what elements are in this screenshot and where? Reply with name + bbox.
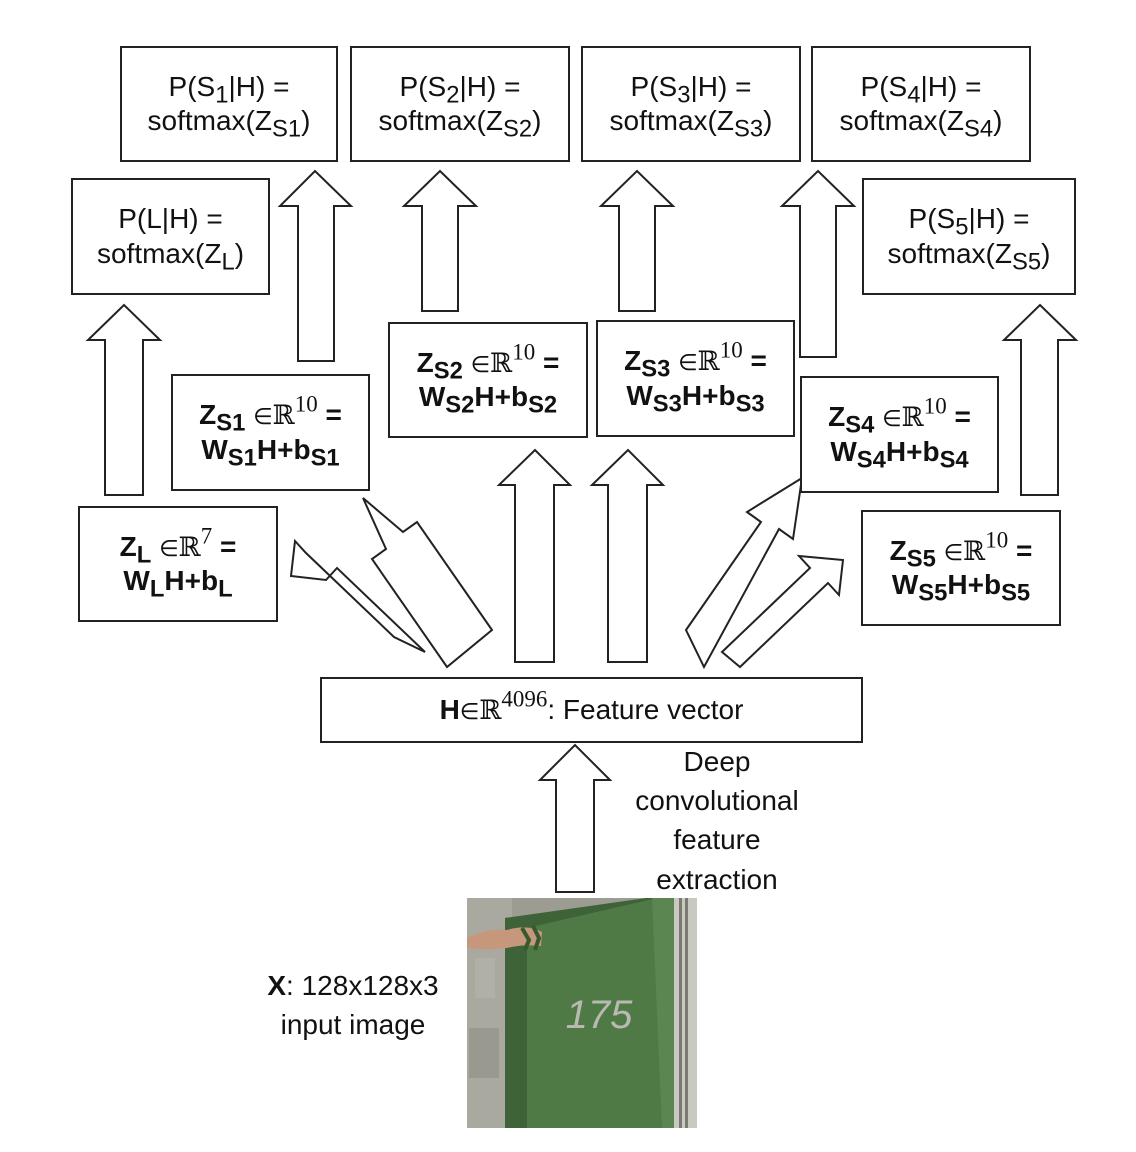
arrow-zs1-to-ps1 <box>277 169 354 362</box>
linear-box-s5: ZS5 ∈ℝ10 = WS5H+bS5 <box>861 510 1061 626</box>
linear-box-s3: ZS3 ∈ℝ10 = WS3H+bS3 <box>596 320 795 437</box>
arrow-feature-to-zs1 <box>362 497 494 669</box>
extraction-label: Deep convolutional feature extraction <box>635 746 799 895</box>
arrow-feature-to-zs3 <box>589 448 666 663</box>
house-number-text: 175 <box>566 993 633 1037</box>
arrow-zs3-to-ps3 <box>598 169 676 312</box>
softmax-box-s3: P(S3|H) = softmax(ZS3) <box>581 46 801 162</box>
arrow-zs4-to-ps4 <box>779 169 857 358</box>
linear-box-l: ZL ∈ℝ7 = WLH+bL <box>78 506 278 622</box>
linear-box-s1: ZS1 ∈ℝ10 = WS1H+bS1 <box>171 374 370 491</box>
arrow-feature-to-zl <box>289 538 426 653</box>
feature-vector-box: H∈ℝ4096: Feature vector <box>320 677 863 743</box>
softmax-box-s5: P(S5|H) = softmax(ZS5) <box>862 178 1076 295</box>
arrow-zs5-to-ps5 <box>1001 303 1079 496</box>
arrow-feature-to-zs2 <box>496 448 573 663</box>
input-label: X: 128x128x3 input image <box>267 970 439 1041</box>
linear-box-s2: ZS2 ∈ℝ10 = WS2H+bS2 <box>388 322 588 438</box>
softmax-box-s4: P(S4|H) = softmax(ZS4) <box>811 46 1031 162</box>
arrow-feature-to-zs4 <box>684 476 804 670</box>
arrow-zs2-to-ps2 <box>401 169 479 312</box>
input-image: 175 <box>467 898 697 1128</box>
arrow-feature-to-zs5 <box>720 554 845 669</box>
linear-box-s4: ZS4 ∈ℝ10 = WS4H+bS4 <box>800 376 999 493</box>
arrow-zl-to-pl <box>85 303 163 496</box>
softmax-box-l: P(L|H) = softmax(ZL) <box>71 178 270 295</box>
softmax-box-s1: P(S1|H) = softmax(ZS1) <box>120 46 338 162</box>
arrow-input-to-feature <box>537 743 613 893</box>
softmax-box-s2: P(S2|H) = softmax(ZS2) <box>350 46 570 162</box>
